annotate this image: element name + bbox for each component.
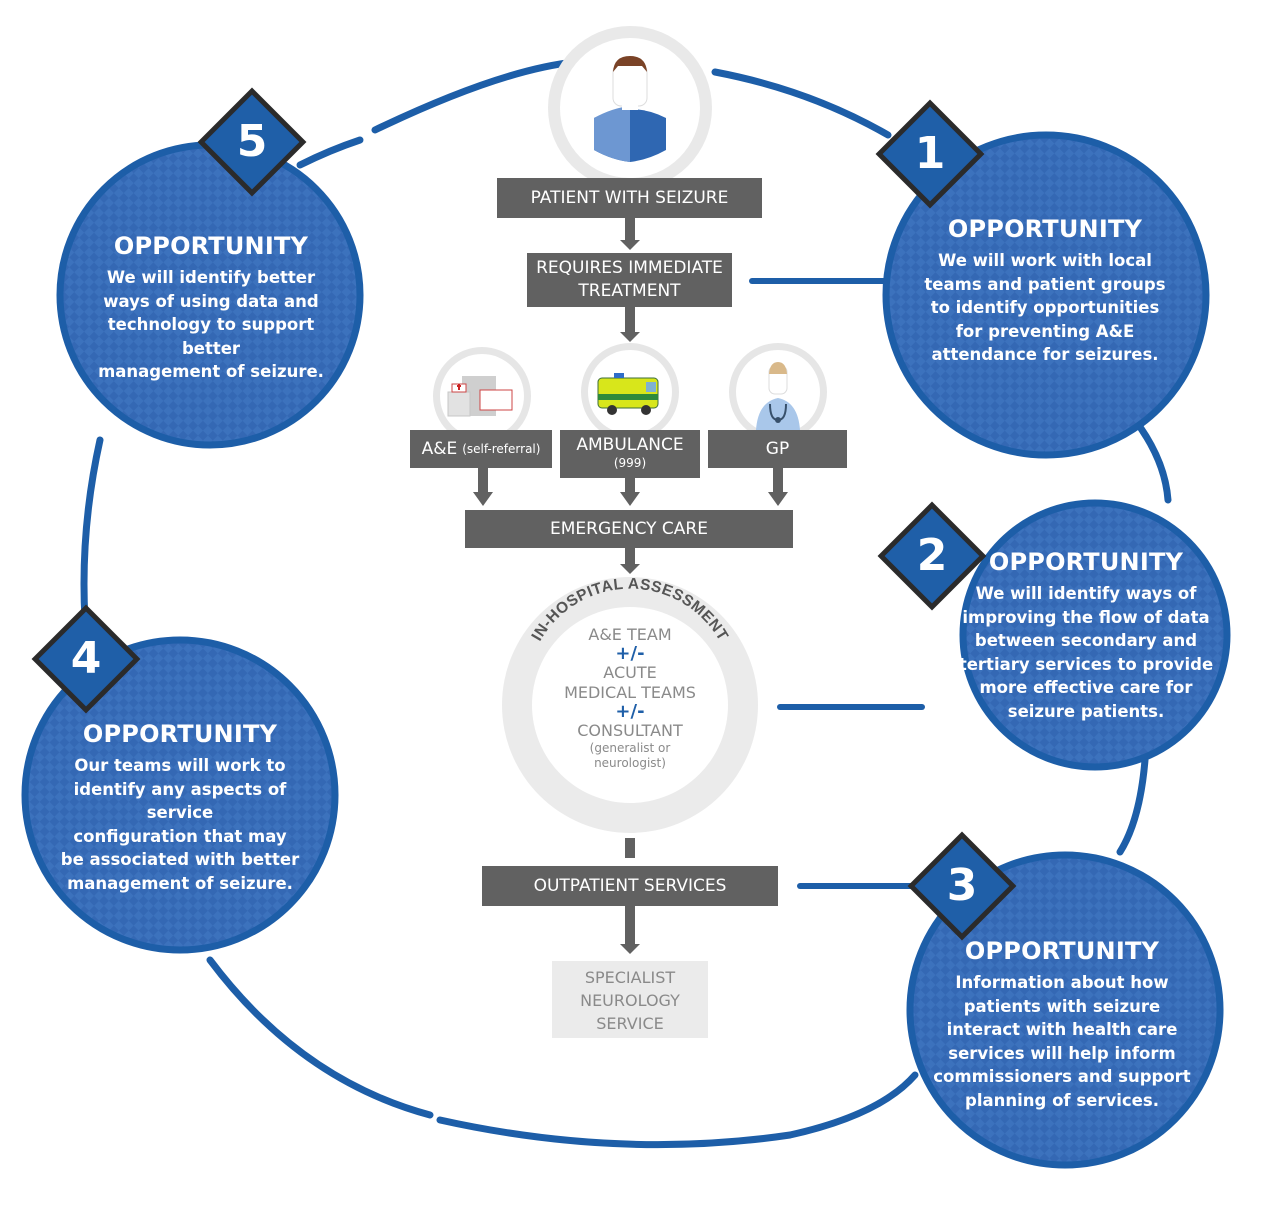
assessment-team-acute: ACUTE xyxy=(603,663,657,682)
assessment-content: A&E TEAM +/- ACUTE MEDICAL TEAMS +/- CON… xyxy=(540,625,720,771)
emergency-label: EMERGENCY CARE xyxy=(549,518,708,539)
requires-label: REQUIRES IMMEDIATE TREATMENT xyxy=(536,258,723,301)
hospital-icon xyxy=(447,376,513,417)
opportunity-2-text: OPPORTUNITY We will identify ways of imp… xyxy=(955,548,1217,723)
opportunity-1-text: OPPORTUNITY We will work with local team… xyxy=(916,215,1174,367)
opportunity-1-line-1: We will work with local xyxy=(938,251,1152,270)
opportunity-5-heading: OPPORTUNITY xyxy=(113,232,309,260)
opportunity-2-line-6: seizure patients. xyxy=(1007,701,1165,721)
assessment-consultant: CONSULTANT xyxy=(577,721,683,740)
opportunity-circles xyxy=(21,131,1231,1169)
opportunity-2-line-3: between secondary and xyxy=(974,631,1198,650)
specialist-line-3: SERVICE xyxy=(596,1014,664,1033)
route-icons xyxy=(433,343,827,445)
opportunity-3-line-1: Information about how xyxy=(955,973,1169,992)
opportunity-3-text: OPPORTUNITY Information about how patien… xyxy=(930,937,1194,1112)
opportunity-3-heading: OPPORTUNITY xyxy=(964,937,1160,965)
specialist-box xyxy=(552,961,708,1038)
route-ae-sub: (self-referral) xyxy=(462,441,541,456)
opportunity-2-line-2: improving the flow of data xyxy=(962,607,1210,627)
doctor-icon xyxy=(756,362,800,430)
opportunity-2-heading: OPPORTUNITY xyxy=(988,548,1184,576)
assessment-plus-1: +/- xyxy=(615,643,645,664)
opportunity-number-4: 4 xyxy=(70,633,102,684)
opportunity-1-line-3: to identify opportunities xyxy=(930,298,1160,317)
assessment-note-1: (generalist or xyxy=(589,741,671,755)
opportunity-number-1: 1 xyxy=(914,128,946,179)
opportunity-1-heading: OPPORTUNITY xyxy=(947,215,1143,243)
requires-immediate-treatment-box: REQUIRES IMMEDIATE TREATMENT xyxy=(527,253,732,307)
route-ambulance-sub: (999) xyxy=(613,456,647,470)
opportunity-1-line-4: for preventing A&E xyxy=(955,321,1135,341)
outpatient-label: OUTPATIENT SERVICES xyxy=(533,875,727,896)
assessment-note-2: neurologist) xyxy=(594,756,666,770)
opportunity-4-text: OPPORTUNITY Our teams will work to ident… xyxy=(48,720,312,895)
opportunity-connectors xyxy=(749,278,925,889)
route-ambulance-box: AMBULANCE (999) xyxy=(560,430,700,478)
opportunity-number-5: 5 xyxy=(236,116,268,167)
opportunity-2-line-1: We will identify ways of xyxy=(975,584,1197,603)
opportunity-5-line-4: management of seizure. xyxy=(98,362,324,381)
assessment-plus-2: +/- xyxy=(615,701,645,722)
opportunity-4-line-5: management of seizure. xyxy=(67,873,293,893)
opportunity-4-line-4: be associated with better xyxy=(60,850,300,869)
opportunity-3-line-4: services will help inform xyxy=(948,1043,1176,1063)
opportunity-5-line-3: technology to support better xyxy=(107,315,315,358)
route-ae-label: A&E xyxy=(421,438,458,459)
opportunity-4-line-1: Our teams will work to xyxy=(74,756,286,775)
loop-connector xyxy=(80,58,1172,1149)
route-ae-box: A&E (self-referral) xyxy=(410,430,552,468)
route-gp-box: GP xyxy=(708,430,847,468)
flow-arrows xyxy=(473,216,788,954)
opportunity-4-line-3: configuration that may xyxy=(73,826,287,846)
emergency-care-box: EMERGENCY CARE xyxy=(465,510,793,548)
ambulance-icon xyxy=(597,373,659,415)
opportunity-1-line-5: attendance for seizures. xyxy=(931,345,1159,364)
route-gp-label: GP xyxy=(765,438,790,459)
assessment-team-ae: A&E TEAM xyxy=(588,625,672,644)
opportunity-4-line-2: identify any aspects of service xyxy=(73,779,287,823)
opportunity-number-3: 3 xyxy=(946,860,978,911)
opportunity-5-line-1: We will identify better xyxy=(106,268,316,287)
number-diamonds xyxy=(31,87,1017,941)
outpatient-services-box: OUTPATIENT SERVICES xyxy=(482,866,778,906)
specialist-line-2: NEUROLOGY xyxy=(580,991,680,1010)
opportunity-2-line-4: tertiary services to provide xyxy=(958,654,1214,674)
opportunity-3-line-6: planning of services. xyxy=(965,1090,1159,1110)
opportunity-number-2: 2 xyxy=(916,530,948,581)
assessment-ring: IN-HOSPITAL ASSESSMENT xyxy=(502,576,758,833)
opportunity-3-line-5: commissioners and support xyxy=(933,1067,1191,1086)
opportunity-2-line-5: more effective care for xyxy=(979,678,1193,697)
opportunity-4-heading: OPPORTUNITY xyxy=(82,720,278,748)
patient-with-seizure-box: PATIENT WITH SEIZURE xyxy=(497,178,762,218)
opportunity-3-line-2: patients with seizure xyxy=(963,996,1161,1016)
route-ambulance-label: AMBULANCE xyxy=(576,435,684,455)
patient-portrait xyxy=(548,26,712,190)
specialist-neurology-text: SPECIALIST NEUROLOGY SERVICE xyxy=(552,966,708,1035)
opportunity-1-line-2: teams and patient groups xyxy=(924,274,1166,294)
specialist-line-1: SPECIALIST xyxy=(584,968,676,987)
assessment-team-medical: MEDICAL TEAMS xyxy=(564,683,696,702)
opportunity-3-line-3: interact with health care xyxy=(946,1020,1178,1039)
opportunity-5-text: OPPORTUNITY We will identify better ways… xyxy=(80,232,342,384)
patient-label: PATIENT WITH SEIZURE xyxy=(530,187,729,208)
opportunity-5-line-2: ways of using data and xyxy=(103,291,319,311)
